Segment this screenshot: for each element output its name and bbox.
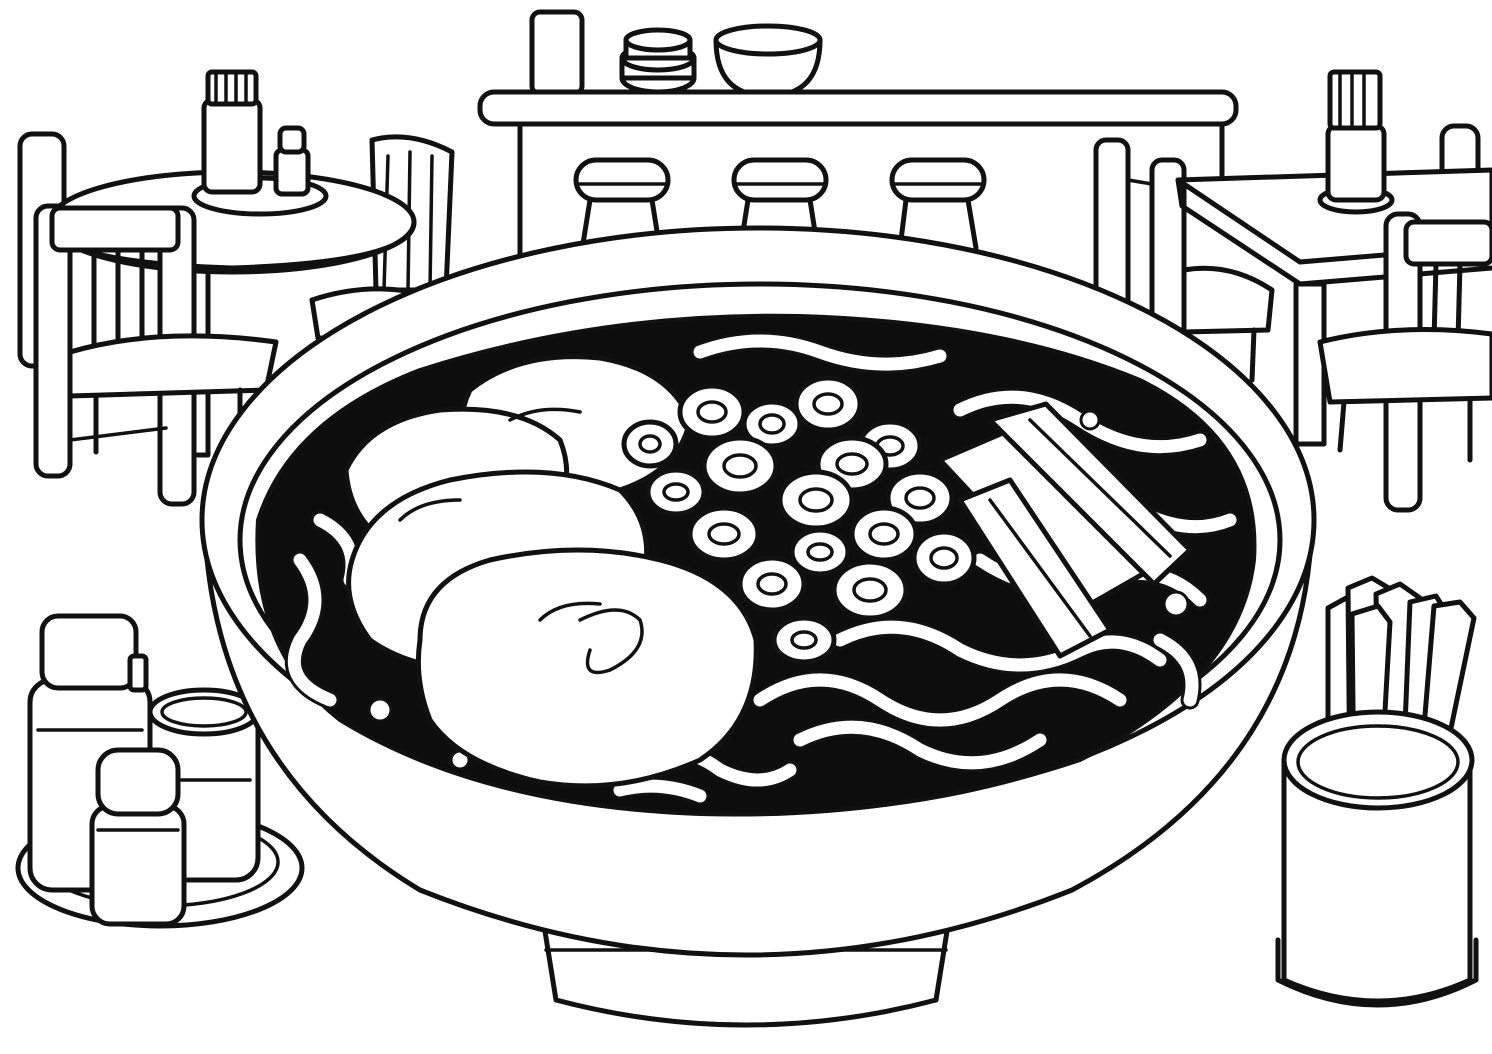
left-chair-front xyxy=(33,203,279,507)
right-chair-front xyxy=(1317,211,1492,513)
shelf-bowl xyxy=(713,23,823,99)
noodle-bowl xyxy=(199,225,1317,1028)
shelf-plates xyxy=(619,27,697,95)
menma-bamboo-shoots xyxy=(937,401,1193,659)
chopstick-holder xyxy=(1275,575,1479,1008)
bar-counter xyxy=(477,9,1239,258)
green-onion-rings xyxy=(621,375,977,665)
condiment-bottles xyxy=(15,613,305,929)
shelf-cup xyxy=(529,9,585,97)
left-table-set xyxy=(17,69,455,507)
bar-stool xyxy=(889,157,987,251)
condiment-bottle-small xyxy=(89,747,187,927)
